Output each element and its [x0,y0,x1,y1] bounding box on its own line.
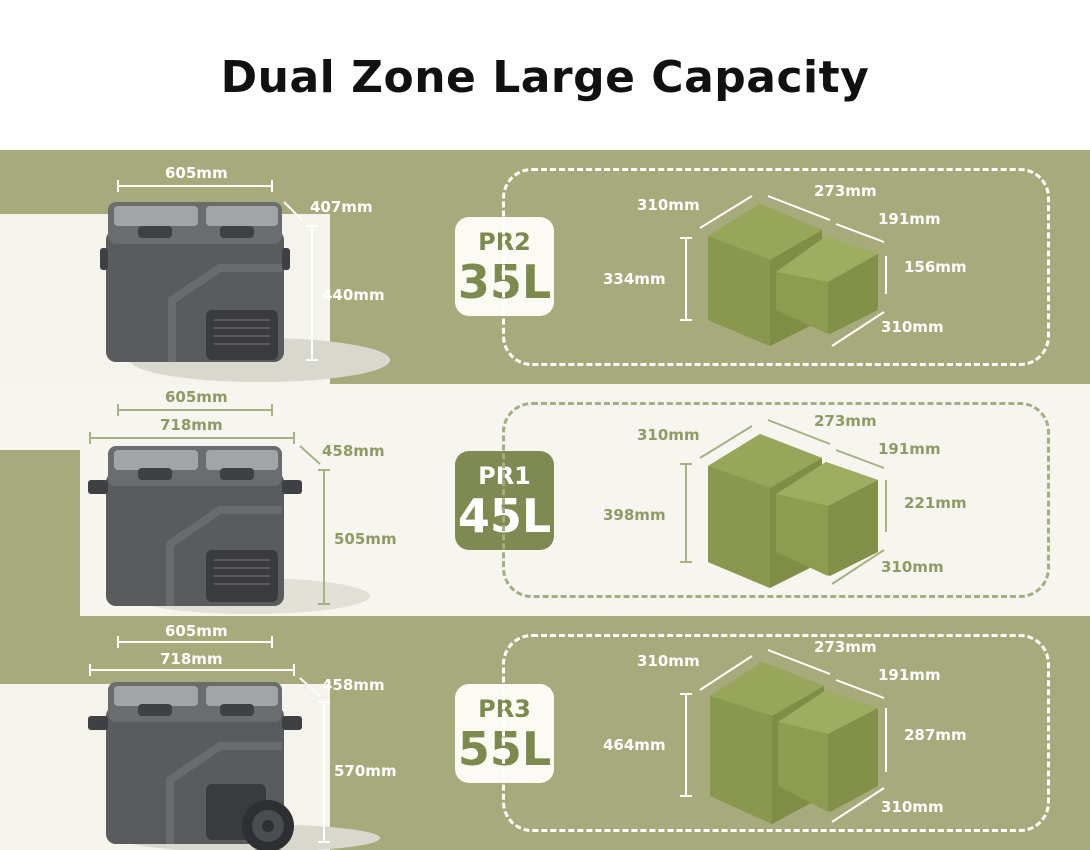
cooler-height-label: 505mm [334,530,397,548]
model-band-pr3: 605mm 718mm 458mm 570mm PR3 55L 310mm 27… [0,616,1090,850]
large-zone-height-label: 464mm [603,736,666,754]
cooler-depth-label: 458mm [322,442,385,460]
cooler-width-label: 605mm [165,388,228,406]
zone-length-label: 310mm [881,558,944,576]
cooler-illustration [0,404,370,616]
storage-zones-illustration [680,195,887,347]
small-zone-height-label: 156mm [904,258,967,276]
small-zone-width-label: 191mm [878,440,941,458]
zone-length-label: 310mm [881,318,944,336]
cooler-width-label: 605mm [165,622,228,640]
cooler-handle-width-label: 718mm [160,416,223,434]
cooler-handle-width-label: 718mm [160,650,223,668]
small-zone-height-label: 221mm [904,494,967,512]
storage-diagram-frame [502,168,1050,366]
zone-length-label: 310mm [881,798,944,816]
zone-depth-label: 310mm [637,426,700,444]
small-zone-width-label: 191mm [878,210,941,228]
large-zone-height-label: 398mm [603,506,666,524]
zone-depth-label: 310mm [637,652,700,670]
model-band-pr1: 605mm 718mm 458mm 505mm PR1 45L 310mm 27… [0,384,1090,616]
page-title: Dual Zone Large Capacity [220,52,870,103]
storage-diagram-frame [502,634,1050,832]
cooler-illustration [0,180,390,384]
large-zone-height-label: 334mm [603,270,666,288]
zone-width-label: 273mm [814,182,877,200]
small-zone-width-label: 191mm [878,666,941,684]
cooler-height-label: 440mm [322,286,385,304]
zone-width-label: 273mm [814,412,877,430]
storage-zones-illustration [680,649,887,824]
storage-diagram-frame [502,402,1050,598]
storage-zones-illustration [680,419,887,588]
small-zone-height-label: 287mm [904,726,967,744]
cooler-illustration [0,636,380,850]
zone-width-label: 273mm [814,638,877,656]
zone-depth-label: 310mm [637,196,700,214]
cooler-height-label: 570mm [334,762,397,780]
model-band-pr2: 605mm 407mm 440mm PR2 35L 310mm 273mm 19… [0,150,1090,384]
cooler-depth-label: 407mm [310,198,373,216]
cooler-depth-label: 458mm [322,676,385,694]
cooler-width-label: 605mm [165,164,228,182]
